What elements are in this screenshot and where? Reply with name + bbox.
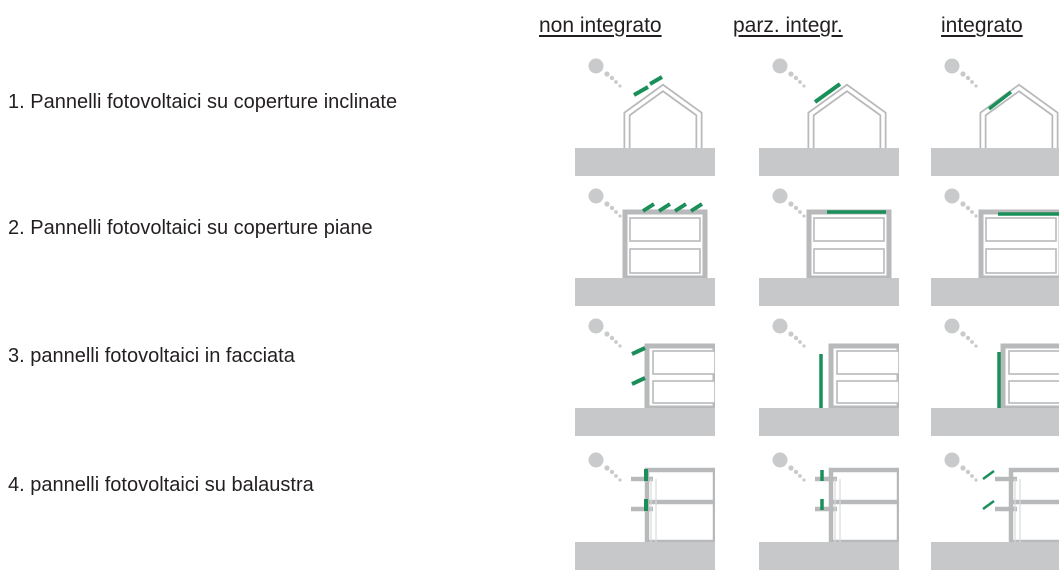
ground — [931, 542, 1059, 570]
pv-panel — [657, 202, 672, 213]
pv-panel — [641, 202, 656, 213]
upper-floor — [813, 217, 885, 242]
ground — [575, 148, 715, 176]
pv-panel — [813, 82, 842, 104]
diagram-facade — [759, 318, 899, 436]
ground — [759, 542, 899, 570]
sun-icon — [588, 452, 622, 482]
row-label-balustrade: 4. pannelli fotovoltaici su balaustra — [8, 474, 314, 496]
gable-building — [807, 83, 887, 148]
sun-icon — [944, 188, 978, 218]
diagram-facade — [931, 318, 1059, 436]
sun-icon — [772, 58, 806, 88]
gable-building — [979, 83, 1059, 148]
illustration-balcony-parz-integr — [759, 446, 899, 570]
diagram-flat — [759, 188, 899, 306]
illustration-balcony-non-integrato — [575, 446, 715, 570]
ground — [575, 542, 715, 570]
illustration-gable-parz-integr — [759, 52, 899, 176]
flat-building — [806, 209, 892, 281]
illustration-flat-non-integrato — [575, 182, 715, 306]
row-label-inclined-roofs: 1. Pannelli fotovoltaici su coperture in… — [8, 91, 398, 113]
facade-building — [828, 343, 899, 411]
building-frame — [828, 467, 899, 545]
balcony-building — [631, 467, 715, 545]
ground — [575, 408, 715, 436]
flat-building — [622, 209, 708, 281]
sun-icon — [588, 58, 622, 88]
sun-icon — [588, 318, 622, 348]
pv-panel — [631, 346, 646, 356]
building-frame — [1008, 467, 1059, 545]
lower-floor — [985, 248, 1057, 274]
diagram-flat — [575, 188, 715, 306]
building-frame — [644, 467, 715, 545]
lower-floor — [652, 380, 715, 404]
diagram-balcony — [575, 452, 715, 570]
pv-panel — [982, 499, 995, 511]
sun-icon — [772, 452, 806, 482]
sun-icon — [944, 318, 978, 348]
balcony-building — [815, 467, 899, 545]
upper-floor — [836, 350, 899, 375]
diagram-flat — [931, 188, 1059, 306]
ground — [759, 148, 899, 176]
upper-floor — [652, 350, 715, 375]
diagram-balcony — [931, 452, 1059, 570]
ground — [759, 278, 899, 306]
lower-floor — [629, 248, 701, 274]
row-label-facade: 3. pannelli fotovoltaici in facciata — [8, 345, 295, 367]
pv-panel — [689, 202, 704, 213]
diagram-gable — [575, 58, 715, 176]
illustration-gable-integrato — [931, 52, 1059, 176]
gable-building — [623, 83, 703, 148]
ground — [759, 408, 899, 436]
lower-floor — [1008, 380, 1059, 404]
sun-icon — [588, 188, 622, 218]
illustration-flat-parz-integr — [759, 182, 899, 306]
column-header-integrato: integrato — [941, 14, 1023, 37]
pv-panel — [633, 85, 649, 97]
illustration-facade-integrato — [931, 312, 1059, 436]
lower-floor — [813, 248, 885, 274]
illustration-balcony-integrato — [931, 446, 1059, 570]
flat-building — [978, 209, 1059, 281]
diagram-balcony — [759, 452, 899, 570]
upper-floor — [629, 217, 701, 242]
illustration-facade-non-integrato — [575, 312, 715, 436]
illustration-flat-integrato — [931, 182, 1059, 306]
pv-panel — [631, 376, 646, 386]
sun-icon — [944, 58, 978, 88]
column-header-non-integrato: non integrato — [539, 14, 662, 37]
ground — [931, 408, 1059, 436]
column-header-parz-integr: parz. integr. — [733, 14, 843, 37]
facade-building — [644, 343, 715, 411]
sun-icon — [772, 318, 806, 348]
diagram-gable — [759, 58, 899, 176]
upper-floor — [1008, 350, 1059, 375]
diagram-facade — [575, 318, 715, 436]
balcony-building — [995, 467, 1059, 545]
pv-panel — [673, 202, 688, 213]
pv-panel — [987, 90, 1013, 111]
sun-icon — [772, 188, 806, 218]
illustration-facade-parz-integr — [759, 312, 899, 436]
facade-building — [1000, 343, 1059, 411]
pv-panel — [982, 469, 995, 481]
pv-panel — [648, 75, 664, 86]
diagram-gable — [931, 58, 1059, 176]
row-label-flat-roofs: 2. Pannelli fotovoltaici su coperture pi… — [8, 217, 373, 239]
ground — [931, 278, 1059, 306]
ground — [931, 148, 1059, 176]
ground — [575, 278, 715, 306]
lower-floor — [836, 380, 899, 404]
upper-floor — [985, 217, 1057, 242]
illustration-gable-non-integrato — [575, 52, 715, 176]
sun-icon — [944, 452, 978, 482]
